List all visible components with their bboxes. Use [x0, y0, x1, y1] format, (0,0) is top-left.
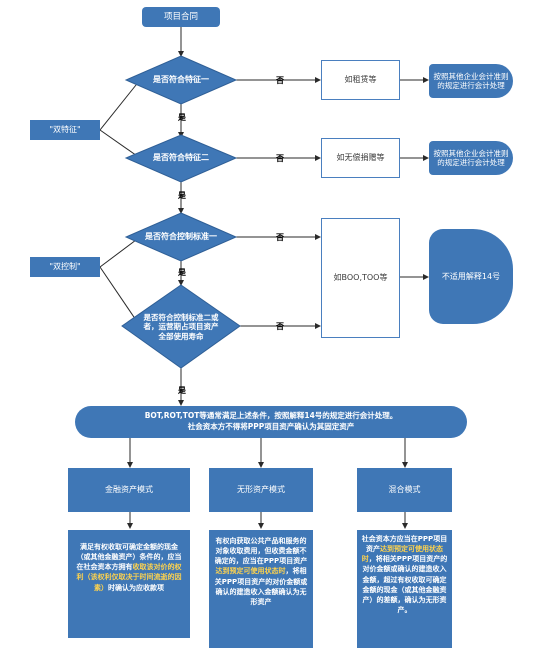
side-tag-double-control-label: "双控制": [49, 262, 81, 271]
side-tag-double-feature-label: "双特征": [49, 125, 81, 134]
outcome-3-label: 不适用解释14号: [441, 271, 501, 281]
side-tag-double-control: "双控制": [30, 257, 100, 277]
model-mixed-label: 混合模式: [388, 485, 421, 494]
detail-financial-highlight: 收取该对价的权利（该权利仅取决于时间流逝的因素）: [76, 563, 182, 592]
decision-4[interactable]: 是否符合控制标准二或者，运营期占项目资产全部使用寿命: [140, 306, 222, 348]
detail-intangible-part-1: 有权向获取公共产品和服务的对象收取费用，但收费金额不确定的，应当在PPP项目资产: [214, 537, 308, 566]
decision-2-label: 是否符合特征二: [153, 153, 209, 162]
model-box-financial: 金融资产模式: [68, 468, 190, 512]
outcome-box-2: 按照其他企业会计准则的规定进行会计处理: [429, 141, 513, 175]
example-3-label: 如BOO,TOO等: [333, 273, 388, 282]
model-financial-label: 金融资产模式: [105, 485, 153, 494]
yes-label-4: 是: [178, 386, 186, 395]
start-node: 项目合同: [142, 7, 220, 27]
side-tag-double-feature: "双特征": [30, 120, 100, 140]
decision-2[interactable]: 是否符合特征二: [140, 148, 222, 168]
no-label-2: 否: [276, 154, 284, 163]
start-label: 项目合同: [163, 11, 198, 22]
example-2-label: 如无偿捐赠等: [336, 153, 385, 162]
detail-mixed-part-1: 社会资本方应当在PPP项目资产: [361, 535, 448, 554]
decision-3-shape: [124, 212, 238, 262]
detail-box-financial: 满足有权收取可确定金额的现金（或其他金融资产）条件的，应当在社会资本方拥有收取该…: [68, 530, 190, 638]
no-label-1: 否: [276, 76, 284, 85]
example-box-1: 如租赁等: [321, 60, 400, 100]
no-label-4: 否: [276, 322, 284, 331]
decision-1-shape: [124, 55, 238, 105]
summary-banner: BOT,ROT,TOT等通常满足上述条件，按照解释14号的规定进行会计处理。 社…: [75, 406, 467, 438]
detail-box-intangible: 有权向获取公共产品和服务的对象收取费用，但收费金额不确定的，应当在PPP项目资产…: [209, 530, 313, 648]
model-box-intangible: 无形资产模式: [209, 468, 313, 512]
detail-mixed-part-3: ，将相关PPP项目资产的对价金额或确认的建造收入金额，超过有权收取可确定金额的现…: [362, 555, 448, 614]
example-1-label: 如租赁等: [344, 75, 377, 84]
decision-3[interactable]: 是否符合控制标准一: [136, 227, 226, 247]
yes-label-3: 是: [178, 268, 186, 277]
decision-1[interactable]: 是否符合特征一: [140, 70, 222, 90]
example-box-2: 如无偿捐赠等: [321, 138, 400, 178]
example-box-3: 如BOO,TOO等: [321, 218, 400, 338]
yes-label-1: 是: [178, 113, 186, 122]
outcome-box-3: 不适用解释14号: [429, 229, 513, 324]
model-intangible-label: 无形资产模式: [237, 485, 285, 494]
decision-2-shape: [124, 134, 238, 183]
detail-intangible-highlight: 达到预定可使用状态时: [215, 567, 286, 576]
decision-4-label: 是否符合控制标准二或者，运营期占项目资产全部使用寿命: [143, 312, 219, 341]
summary-line-1: BOT,ROT,TOT等通常满足上述条件，按照解释14号的规定进行会计处理。: [144, 411, 398, 420]
decision-3-label: 是否符合控制标准一: [145, 232, 217, 241]
outcome-box-1: 按照其他企业会计准则的规定进行会计处理: [429, 64, 513, 98]
outcome-1-label: 按照其他企业会计准则的规定进行会计处理: [433, 71, 509, 90]
outcome-2-label: 按照其他企业会计准则的规定进行会计处理: [433, 148, 509, 167]
yes-label-2: 是: [178, 191, 186, 200]
detail-intangible-part-3: ，将相关PPP项目资产的对价金额或确认的建造收入金额确认为无形资产: [214, 567, 308, 606]
detail-box-mixed: 社会资本方应当在PPP项目资产达到预定可使用状态时，将相关PPP项目资产的对价金…: [357, 530, 452, 648]
decision-1-label: 是否符合特征一: [153, 75, 209, 84]
detail-financial-part-1: 满足有权收取可确定金额的现金（或其他金融资产）条件的，应当在社会资本方拥有: [76, 543, 182, 572]
no-label-3: 否: [276, 233, 284, 242]
summary-line-2: 社会资本方不得将PPP项目资产确认为其固定资产: [187, 421, 355, 431]
detail-mixed-highlight: 达到预定可使用状态时: [361, 545, 443, 564]
model-box-mixed: 混合模式: [357, 468, 452, 512]
detail-financial-part-3: 时确认为应收款项: [108, 583, 164, 592]
decision-4-shape: [121, 284, 241, 369]
